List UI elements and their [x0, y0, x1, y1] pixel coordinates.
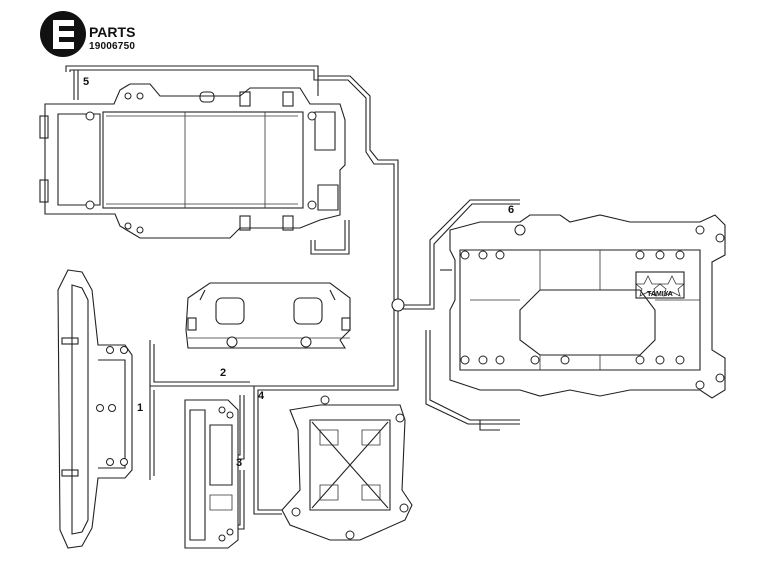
sheet-title: PARTS [89, 24, 136, 40]
part-6-chassis-tub [449, 214, 726, 399]
part-2-bracket [185, 282, 351, 349]
part-number-3: 3 [236, 457, 243, 469]
sprue-runners [65, 65, 520, 530]
part-1-side-plate [57, 269, 133, 549]
part-number-5: 5 [83, 76, 90, 88]
sheet-letter-badge [40, 11, 86, 57]
part-number-4: 4 [258, 390, 265, 402]
part-5-battery-tray [39, 83, 346, 239]
part-number-6: 6 [508, 204, 515, 216]
part-3-vertical-plate [184, 399, 239, 549]
part-4-x-brace [281, 395, 413, 541]
tamiya-logo-text: TAMIYA [647, 291, 673, 298]
part-number-1: 1 [137, 402, 144, 414]
part-code: 19006750 [89, 41, 136, 52]
part-number-2: 2 [220, 367, 227, 379]
